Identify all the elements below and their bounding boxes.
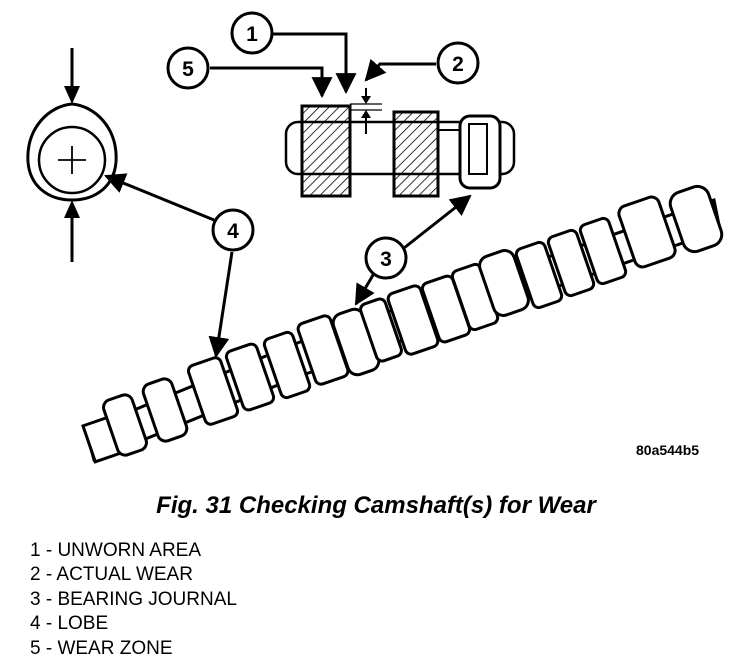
legend-item: 3 - BEARING JOURNAL [30, 588, 237, 610]
svg-text:5: 5 [182, 58, 194, 81]
figure-caption: Fig. 31 Checking Camshaft(s) for Wear [156, 492, 596, 519]
camshaft-illustration: 1 2 5 3 4 [26, 11, 724, 464]
legend-item: 5 - WEAR ZONE [30, 637, 173, 659]
legend-item: 4 - LOBE [30, 613, 109, 635]
legend-item: 1 - UNWORN AREA [30, 540, 202, 561]
lobe-end-view [26, 48, 118, 262]
callout-4: 4 [211, 208, 255, 252]
callout-5: 5 [166, 46, 210, 90]
svg-text:1: 1 [246, 23, 258, 46]
camshaft [81, 184, 724, 464]
legend: 1 - UNWORN AREA 2 - ACTUAL WEAR 3 - BEAR… [30, 539, 237, 661]
callout-3: 3 [364, 236, 408, 280]
legend-item: 2 - ACTUAL WEAR [30, 564, 193, 586]
callout-1: 1 [230, 11, 274, 55]
wear-detail-view [284, 88, 516, 198]
callout-2: 2 [436, 41, 480, 85]
svg-text:2: 2 [452, 53, 464, 76]
callout-leaders [104, 32, 472, 359]
svg-text:3: 3 [380, 248, 392, 271]
svg-text:4: 4 [227, 220, 239, 243]
figure-code: 80a544b5 [636, 442, 700, 458]
